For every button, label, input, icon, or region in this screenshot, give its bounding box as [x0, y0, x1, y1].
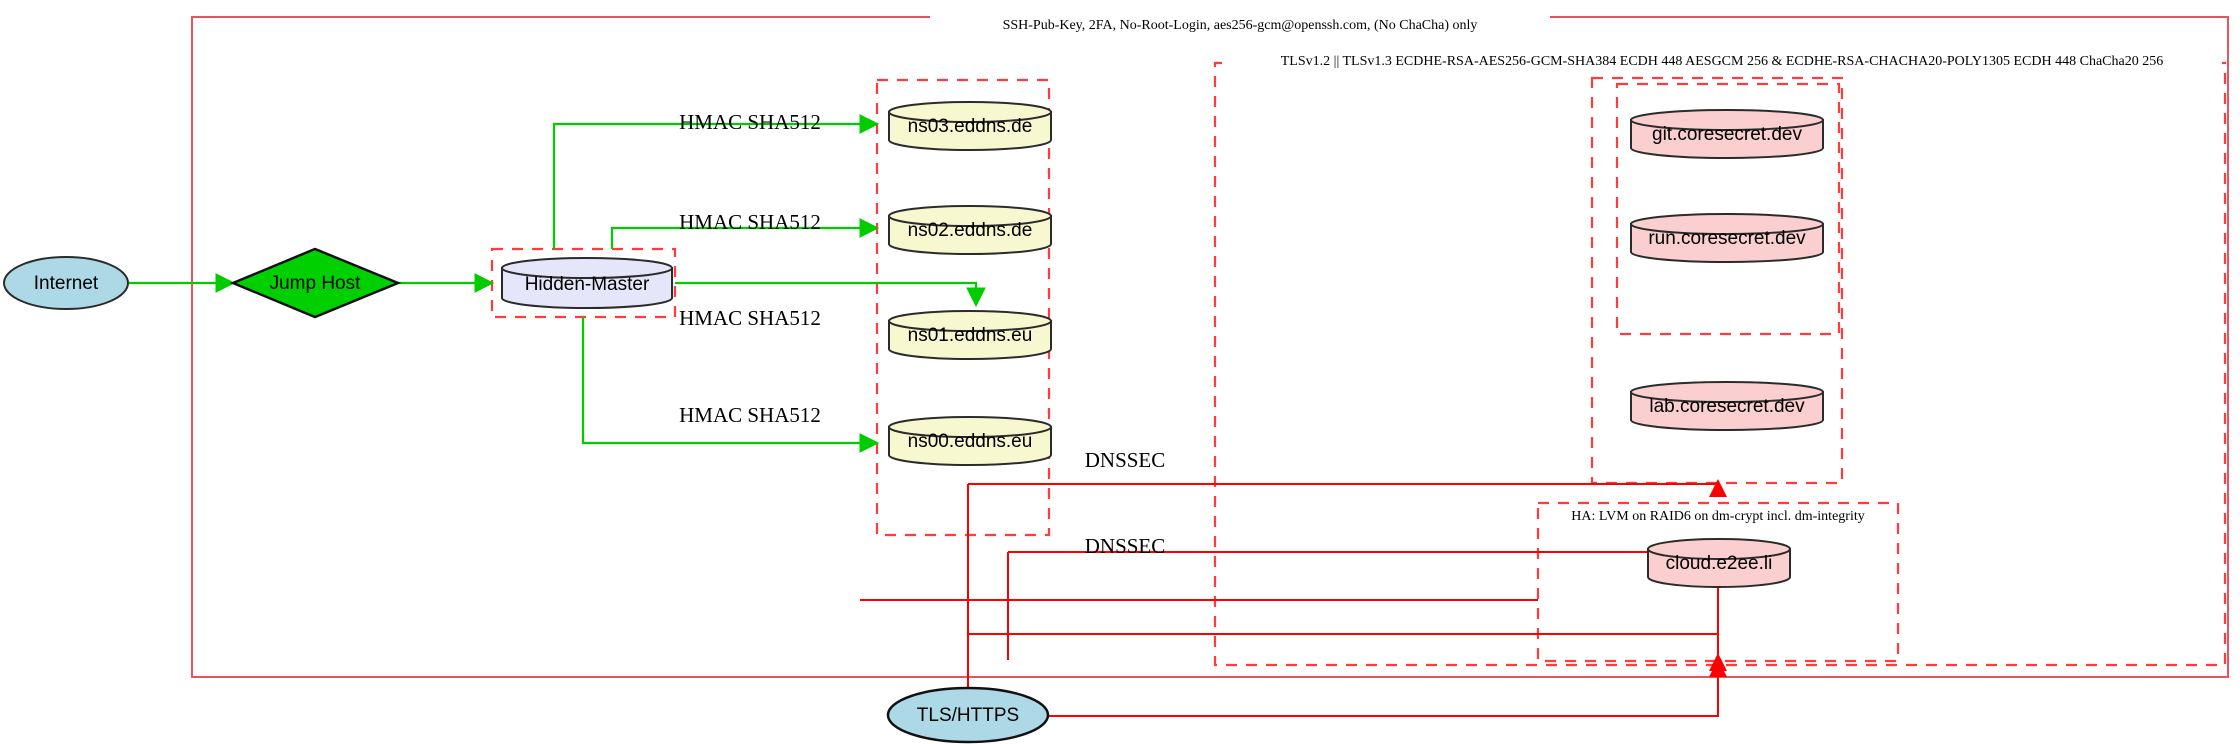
edge-hidden-master-to-ns01	[675, 281, 986, 308]
node-jump-host[interactable]: Jump Host	[229, 247, 402, 319]
tls-https-ellipse	[886, 686, 1050, 744]
jump-host-diamond	[229, 247, 402, 319]
tls-zone-label-bg	[1222, 52, 2222, 72]
node-ns01[interactable]: ns01.eddns.eu	[888, 310, 1052, 360]
boundary-ssh-zone	[191, 16, 2229, 678]
node-cloud-e2ee-label: cloud.e2ee.li	[1666, 553, 1773, 574]
edge-dnssec-upper	[968, 479, 1727, 497]
node-jump-host-label: Jump Host	[270, 273, 362, 294]
ha-zone-label-bg	[1548, 508, 1894, 525]
node-cloud-e2ee[interactable]: cloud.e2ee.li	[1647, 538, 1791, 588]
boundary-ha-zone	[1536, 501, 1900, 663]
boundary-ssh-zone-label: SSH-Pub-Key, 2FA, No-Root-Login, aes256-…	[1003, 18, 1478, 33]
boundary-ha-zone-label: HA: LVM on RAID6 on dm-crypt incl. dm-in…	[1571, 509, 1864, 524]
node-git-coresecret-label: git.coresecret.dev	[1652, 124, 1802, 145]
internet-ellipse	[3, 256, 129, 310]
boundary-dns-zone	[875, 78, 1051, 537]
edge-label-hmac-ns01: HMAC SHA512	[679, 306, 821, 330]
node-run-coresecret[interactable]: run.coresecret.dev	[1630, 213, 1824, 263]
node-internet-label: Internet	[34, 273, 99, 294]
node-tls-https-label: TLS/HTTPS	[917, 705, 1019, 726]
node-ns03[interactable]: ns03.eddns.de	[888, 101, 1052, 151]
node-ns00[interactable]: ns00.eddns.eu	[888, 416, 1052, 466]
edge-label-hmac-ns03: HMAC SHA512	[679, 110, 821, 134]
node-hidden-master[interactable]: Hidden-Master	[501, 257, 673, 309]
edge-label-hmac-ns02: HMAC SHA512	[679, 210, 821, 234]
node-ns03-label: ns03.eddns.de	[908, 116, 1033, 137]
node-hidden-master-label: Hidden-Master	[525, 274, 650, 295]
edge-label-hmac-ns00: HMAC SHA512	[679, 403, 821, 427]
edge-hidden-master-to-ns00	[581, 317, 880, 453]
edge-label-dnssec-lower: DNSSEC	[1085, 534, 1166, 558]
edge-dnssec-upper-path	[967, 484, 1718, 635]
node-lab-coresecret[interactable]: lab.coresecret.dev	[1630, 381, 1824, 431]
node-ns02[interactable]: ns02.eddns.de	[888, 205, 1052, 255]
node-ns01-label: ns01.eddns.eu	[908, 325, 1033, 346]
node-git-coresecret[interactable]: git.coresecret.dev	[1630, 109, 1824, 159]
edge-hidden-master-to-ns03	[552, 114, 880, 249]
node-lab-coresecret-label: lab.coresecret.dev	[1649, 396, 1805, 417]
edge-label-dnssec-upper: DNSSEC	[1085, 448, 1166, 472]
boundary-coresecret-inner-zone	[1615, 82, 1841, 336]
node-tls-https[interactable]: TLS/HTTPS	[886, 686, 1050, 744]
node-run-coresecret-label: run.coresecret.dev	[1648, 228, 1806, 249]
boundary-tls-zone-label: TLSv1.2 || TLSv1.3 ECDHE-RSA-AES256-GCM-…	[1281, 54, 2163, 69]
node-ns00-label: ns00.eddns.eu	[908, 431, 1033, 452]
edge-hidden-master-to-ns02	[610, 218, 880, 249]
edge-tls-https-to-ha	[1048, 659, 1727, 717]
node-ns02-label: ns02.eddns.de	[908, 220, 1033, 241]
node-internet[interactable]: Internet	[3, 256, 129, 310]
ssh-zone-label-bg	[930, 8, 1550, 28]
